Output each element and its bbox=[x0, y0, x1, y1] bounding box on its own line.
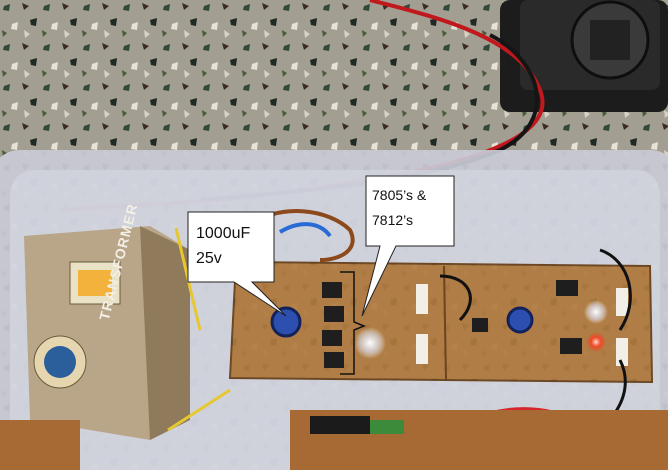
regulator-label-line2: 7812’s bbox=[372, 212, 414, 228]
blue-wire bbox=[278, 222, 332, 238]
callout-capacitor bbox=[187, 211, 287, 317]
multimeter bbox=[500, 0, 668, 112]
led-white-right bbox=[584, 300, 608, 324]
transformer bbox=[24, 226, 231, 440]
callout-regulators bbox=[361, 175, 455, 317]
led-red bbox=[586, 332, 606, 352]
capacitor-label-value: 1000uF bbox=[196, 225, 251, 242]
regulator-label-line1: 7805’s & bbox=[372, 187, 427, 203]
pcb-board bbox=[228, 260, 654, 384]
lower-pcb bbox=[0, 410, 668, 470]
led-white-center bbox=[354, 327, 386, 359]
regulator-bracket bbox=[340, 271, 367, 375]
capacitor-label-voltage: 25v bbox=[196, 250, 222, 267]
